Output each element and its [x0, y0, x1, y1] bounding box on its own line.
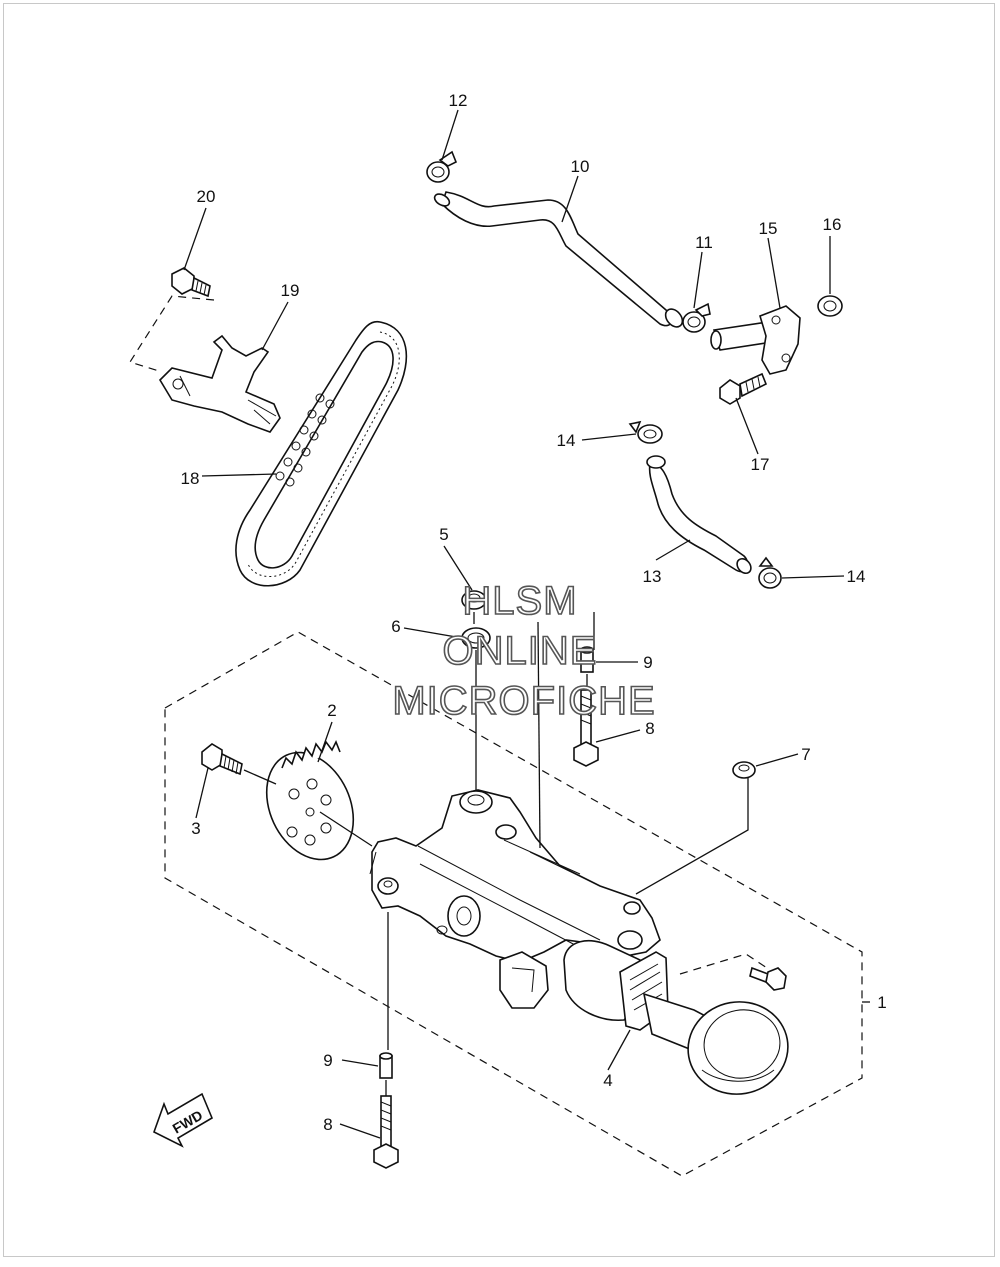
hose-10	[433, 191, 684, 328]
strainer-screw	[749, 966, 787, 991]
callout-11: 11	[695, 233, 713, 252]
fwd-arrow: FWD	[153, 1092, 214, 1148]
strainer-screw-dash	[679, 953, 771, 975]
callout-9-upper: 9	[643, 653, 652, 672]
oil-pump-body	[369, 789, 661, 1021]
callout-leaders	[183, 109, 870, 1139]
bolt-3	[201, 743, 243, 776]
watermark-line-2: ONLINE	[443, 629, 598, 673]
bolt-20	[171, 267, 211, 298]
clamp-14-bottom	[758, 556, 782, 589]
callout-14-top: 14	[557, 431, 576, 450]
watermark-line-1: HLSM	[462, 579, 577, 623]
guide-leader-dash	[129, 295, 215, 373]
seal-7	[732, 761, 756, 779]
clamp-14-top	[628, 420, 663, 444]
callout-8-upper: 8	[645, 719, 654, 738]
callout-14-bottom: 14	[847, 567, 866, 586]
callout-12: 12	[449, 91, 468, 110]
callout-8-lower: 8	[323, 1115, 332, 1134]
collar-5	[461, 590, 487, 610]
seal-16	[817, 295, 843, 317]
callout-labels: 12 10 11 15 16 17 14 14 13 20 19 18 5 6 …	[181, 91, 887, 1134]
watermark-line-3: MICROFICHE	[392, 679, 655, 723]
clamp-11	[682, 302, 711, 333]
callout-10: 10	[571, 157, 590, 176]
hose-13	[646, 455, 752, 575]
callout-2: 2	[327, 701, 336, 720]
assembly-lines	[243, 612, 749, 1096]
watermark: HLSM ONLINE MICROFICHE	[392, 578, 656, 724]
bolt-8-lower	[373, 1095, 399, 1169]
clamp-12	[426, 150, 458, 183]
callout-20: 20	[197, 187, 216, 206]
callout-6: 6	[391, 617, 400, 636]
callout-4: 4	[603, 1071, 612, 1090]
callout-13: 13	[643, 567, 662, 586]
callout-5: 5	[439, 525, 448, 544]
callout-7: 7	[801, 745, 810, 764]
callout-9-lower: 9	[323, 1051, 332, 1070]
pipe-15	[710, 305, 801, 375]
oil-strainer-4	[619, 951, 789, 1095]
dowel-9-lower	[379, 1052, 393, 1079]
callout-19: 19	[281, 281, 300, 300]
callout-16: 16	[823, 215, 842, 234]
timing-chain	[235, 320, 408, 587]
callout-3: 3	[191, 819, 200, 838]
callout-1: 1	[877, 993, 886, 1012]
chain-guide	[158, 334, 281, 433]
callout-17: 17	[751, 455, 770, 474]
bolt-8-upper	[573, 689, 599, 767]
bolt-17	[719, 372, 768, 405]
callout-15: 15	[759, 219, 778, 238]
dowel-9-upper	[580, 646, 594, 673]
callout-18: 18	[181, 469, 200, 488]
assembly-boundary	[164, 631, 863, 1177]
gear-2	[265, 740, 355, 861]
